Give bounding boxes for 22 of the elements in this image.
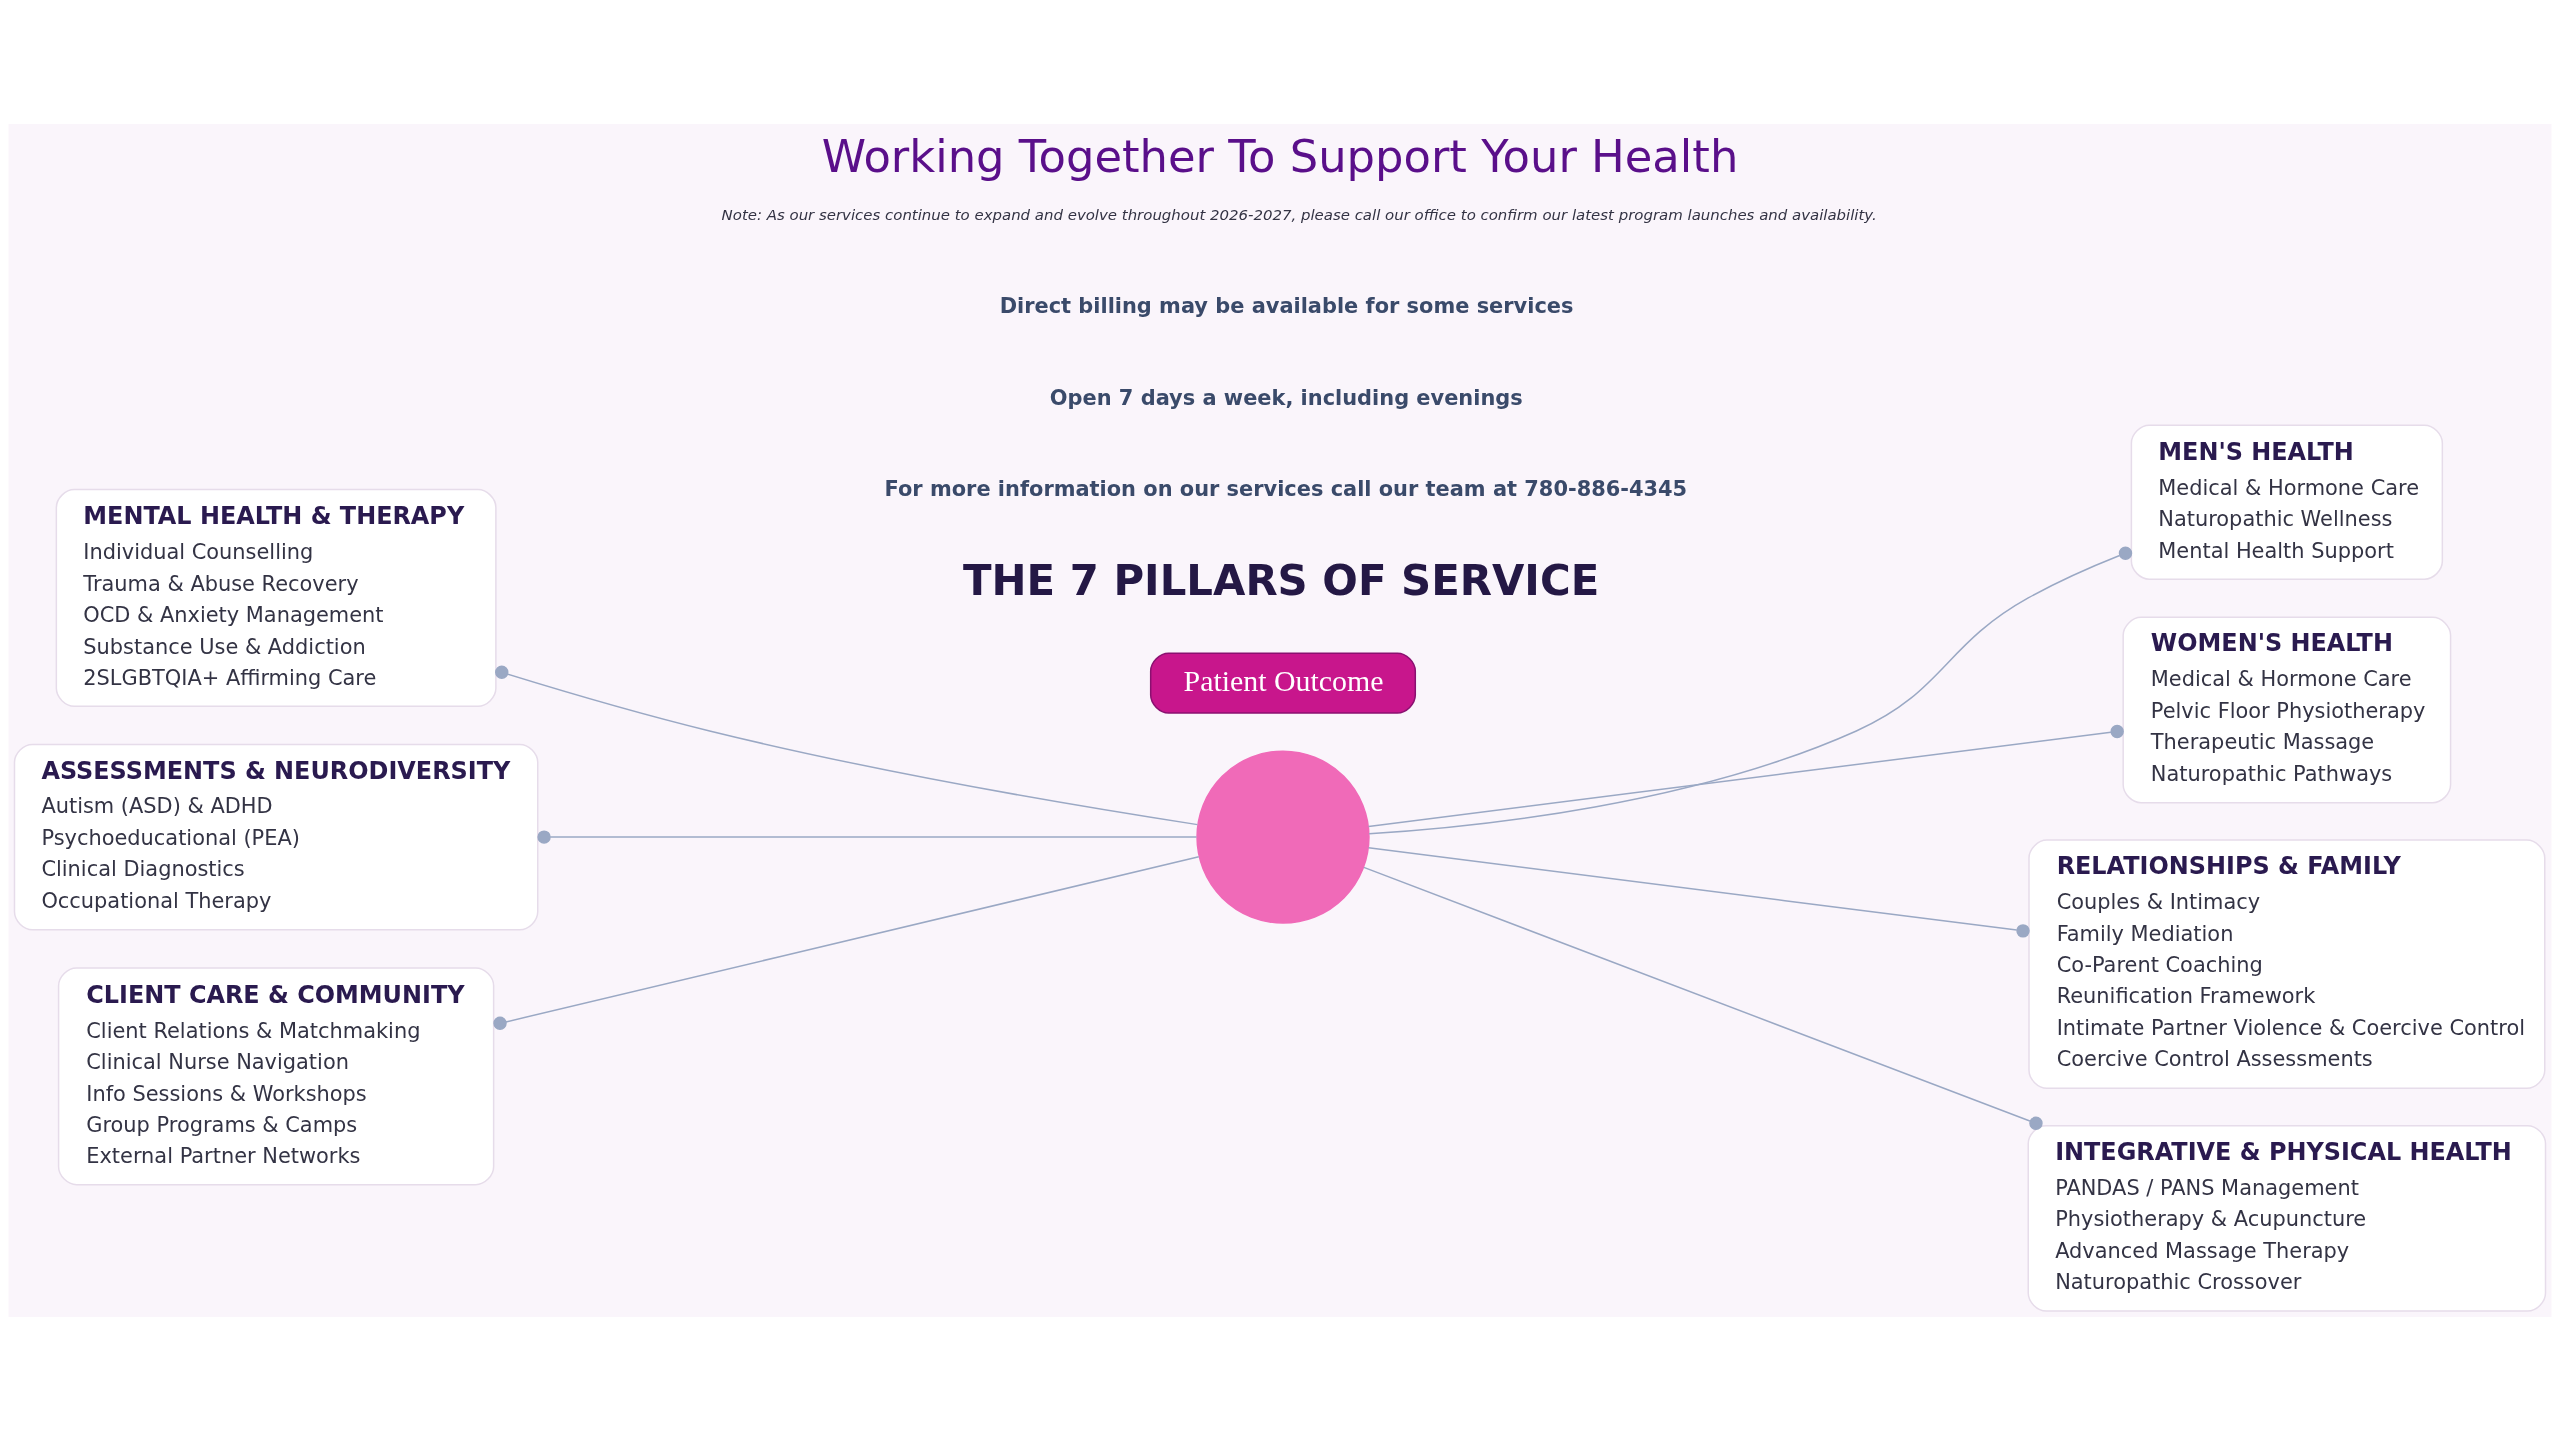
node-box: MENTAL HEALTH & THERAPY Individual Counselling Trauma & Abuse Recovery OCD & Anxiety Management Substance Use & Addiction 2SLGBTQIA+ Affirming Care [55, 488, 497, 707]
connector [1363, 866, 2043, 1130]
connector [537, 829, 1198, 844]
node-box: WOMEN'S HEALTH Medical & Hormone Care Pelvic Floor Physiotherapy Therapeutic Massage Naturopathic Pathways [2122, 616, 2452, 803]
connector [1367, 724, 2124, 827]
connector [493, 855, 1200, 1030]
node-box: MEN'S HEALTH Medical & Hormone Care Naturopathic Wellness Mental Health Support [2130, 424, 2444, 580]
connector [495, 665, 1199, 825]
label: For more information on our services call our team at 780-886-4345 [884, 476, 1688, 501]
node-box: RELATIONSHIPS & FAMILY Couples & Intimacy Family Mediation Co-Parent Coaching Reunification Framework Intimate Partner Violence & Coercive Control Coercive Control Assessments [2028, 838, 2546, 1089]
connector [1367, 846, 2030, 938]
node-box: INTEGRATIVE & PHYSICAL HEALTH PANDAS / PANS Management Physiotherapy & Acupuncture Advanced Massage Therapy Naturopathic Crossover [2027, 1124, 2547, 1312]
label: Note: As our services continue to expand and evolve throughout 2026-2027, please call our office to confirm our latest program launches and availability. [721, 205, 1877, 224]
diagram-title: Working Together To Support Your Health [821, 129, 1739, 183]
connector [1368, 545, 2133, 835]
label: THE 7 PILLARS OF SERVICE [963, 555, 1600, 605]
node-circle [1196, 749, 1370, 924]
node-box: CLIENT CARE & COMMUNITY Client Relations & Matchmaking Clinical Nurse Navigation Info Sessions & Workshops Group Programs & Camps External Partner Networks [57, 966, 495, 1185]
label: Direct billing may be available for some services [999, 293, 1574, 318]
node-box: ASSESSMENTS & NEURODIVERSITY Autism (ASD) & ADHD Psychoeducational (PEA) Clinical Diagnostics Occupational Therapy [13, 743, 539, 931]
node-box: Patient Outcome [1149, 652, 1417, 714]
label: Open 7 days a week, including evenings [1049, 385, 1523, 410]
